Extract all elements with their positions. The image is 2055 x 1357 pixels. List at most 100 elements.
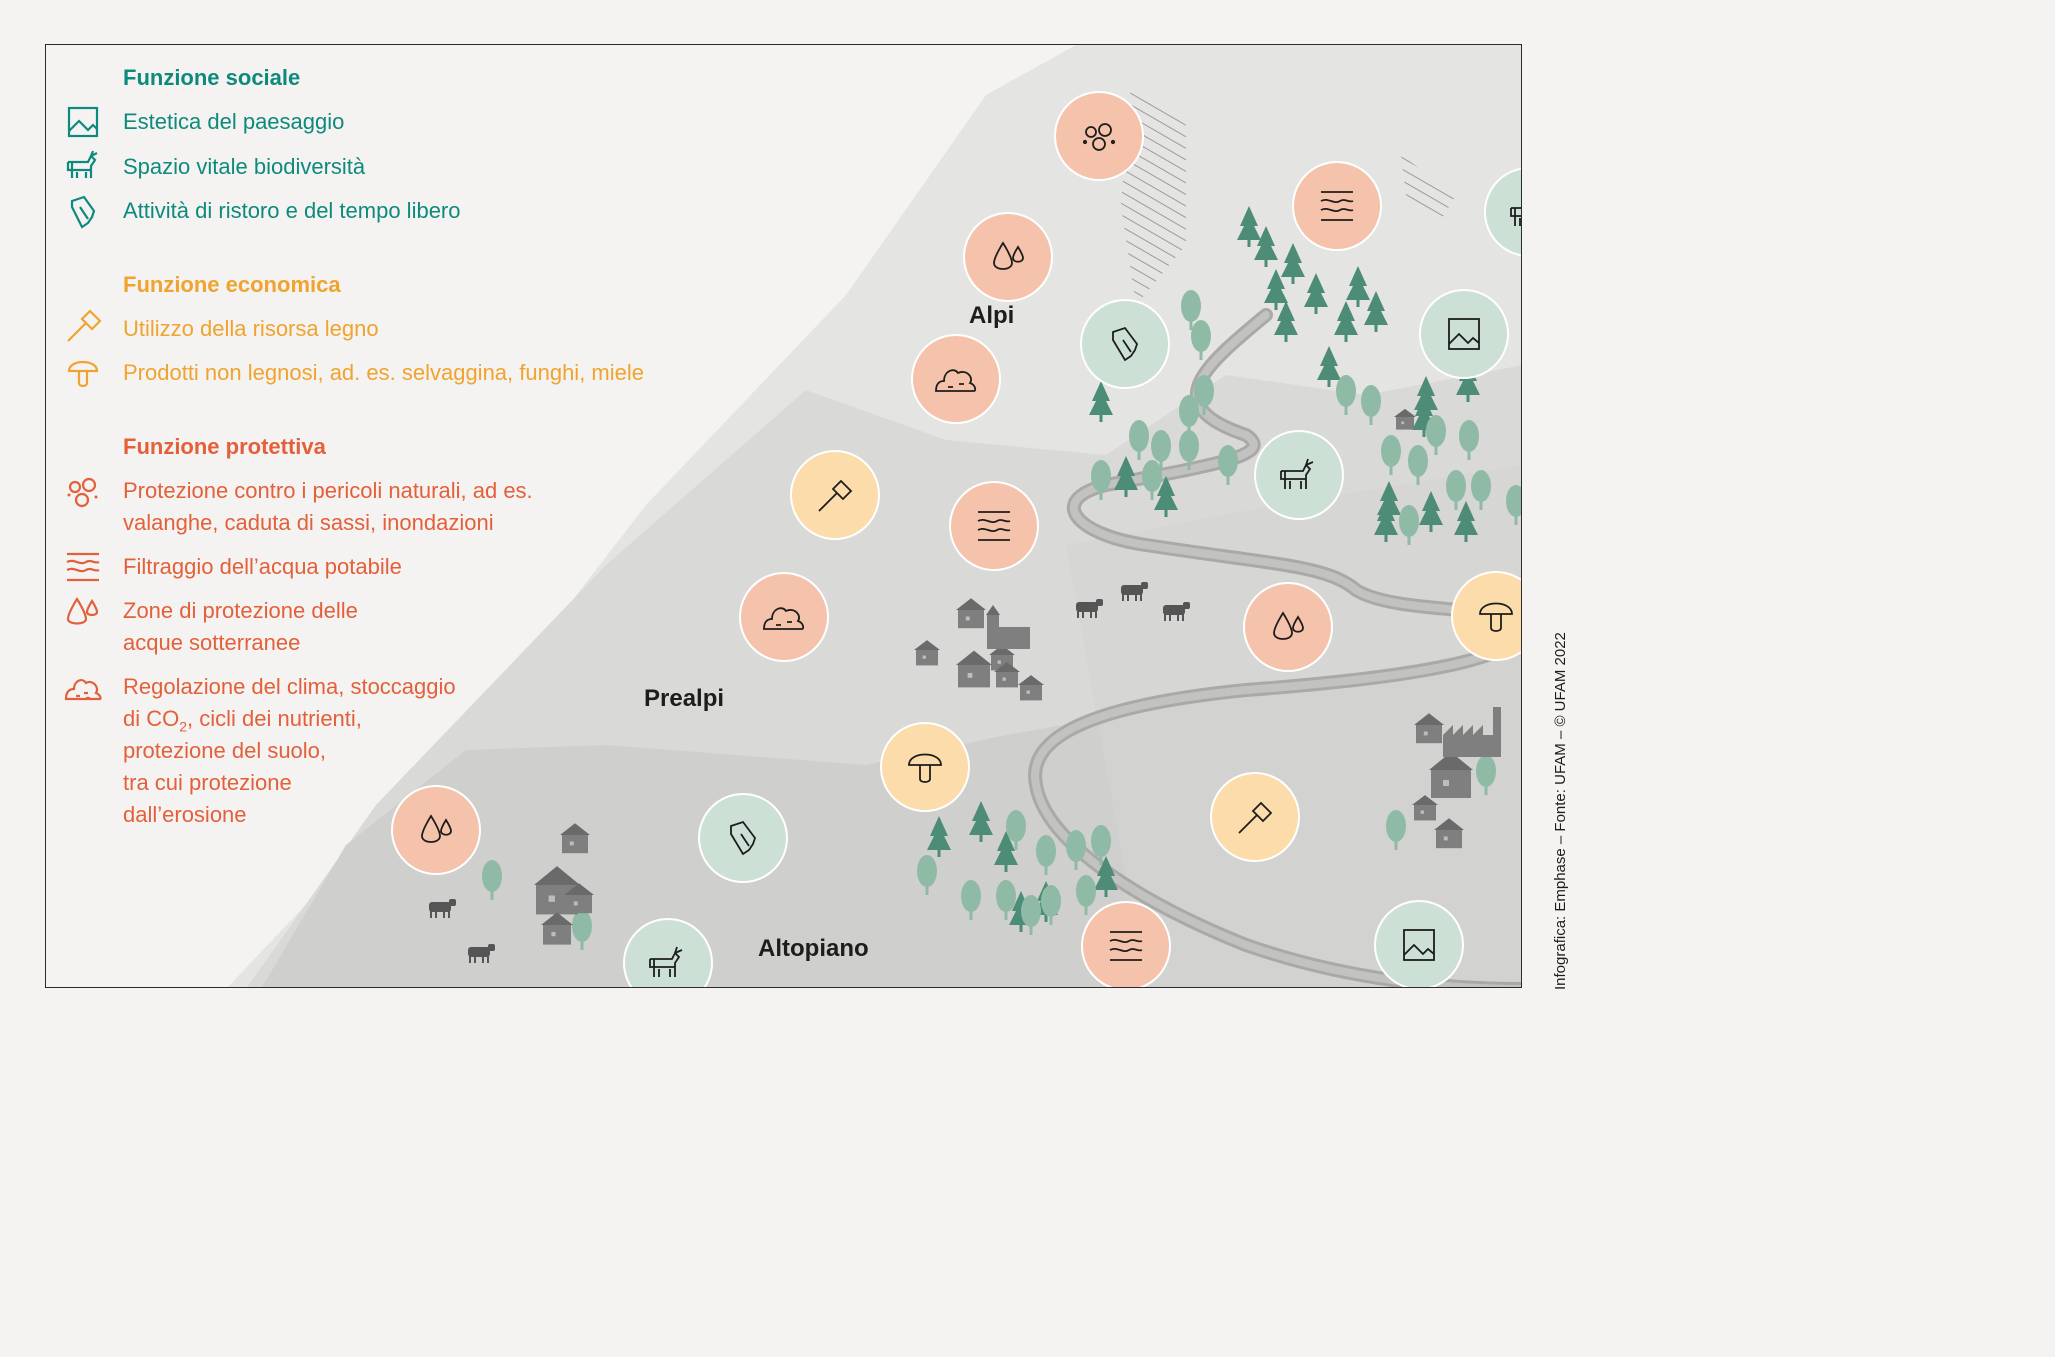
function-circle-landscape bbox=[1374, 900, 1464, 987]
house bbox=[914, 640, 940, 666]
deciduous-tree bbox=[1191, 320, 1211, 360]
conifer-tree bbox=[1364, 291, 1388, 332]
conifer-tree bbox=[1346, 266, 1370, 307]
function-circle-soil bbox=[739, 572, 829, 662]
deciduous-tree bbox=[1181, 290, 1201, 330]
deer-icon bbox=[1510, 207, 1521, 226]
conifer-tree bbox=[994, 831, 1018, 872]
conifer-tree bbox=[1419, 491, 1443, 532]
region-label-alps: Alpi bbox=[969, 302, 1015, 329]
forest bbox=[482, 206, 1521, 950]
function-circle-drops bbox=[963, 212, 1053, 302]
conifer-tree bbox=[1274, 301, 1298, 342]
deciduous-tree bbox=[1041, 885, 1061, 925]
conifer-tree bbox=[927, 816, 951, 857]
house bbox=[1429, 752, 1473, 798]
function-circle-drops bbox=[1243, 582, 1333, 672]
house bbox=[956, 650, 992, 688]
conifer-tree bbox=[1154, 476, 1178, 517]
legend-item-hazards-2: valanghe, caduta di sassi, inondazioni bbox=[123, 510, 494, 535]
credit-line: Infografica: Emphase – Fonte: UFAM – © U… bbox=[1552, 632, 1569, 990]
legend-item-biodiversity: Spazio vitale biodiversità bbox=[123, 154, 366, 179]
function-circle-axe bbox=[790, 450, 880, 540]
leaf-icon bbox=[70, 195, 96, 229]
legend-item-recreation: Attività di ristoro e del tempo libero bbox=[123, 198, 461, 223]
deciduous-tree bbox=[1471, 470, 1491, 510]
house bbox=[1018, 675, 1044, 701]
conifer-tree bbox=[1089, 381, 1113, 422]
leaf-icon bbox=[1112, 326, 1139, 362]
rock-hatch-2 bbox=[1401, 155, 1456, 220]
cow bbox=[1076, 599, 1103, 618]
house bbox=[541, 912, 573, 945]
valley-floor bbox=[1066, 465, 1521, 987]
function-circle-deer bbox=[1484, 167, 1521, 257]
deciduous-tree bbox=[1361, 385, 1381, 425]
deciduous-tree bbox=[996, 880, 1016, 920]
leaf-icon bbox=[730, 820, 757, 856]
function-circle-mushroom bbox=[1451, 571, 1521, 661]
region-label-plateau: Altopiano bbox=[758, 935, 869, 962]
legend-item-non-wood: Prodotti non legnosi, ad. es. selvaggina… bbox=[123, 360, 644, 385]
legend-item-hazards-1: Protezione contro i pericoli naturali, a… bbox=[123, 478, 533, 503]
waves-icon bbox=[977, 511, 1011, 541]
house bbox=[1394, 408, 1416, 430]
cattle bbox=[429, 582, 1190, 963]
waves-icon bbox=[1109, 931, 1143, 961]
factory bbox=[1443, 707, 1501, 757]
deciduous-tree bbox=[917, 855, 937, 895]
function-circle-waves bbox=[949, 481, 1039, 571]
house bbox=[1412, 795, 1438, 821]
conifer-tree bbox=[1237, 206, 1261, 247]
mushroom-icon bbox=[67, 360, 99, 388]
deciduous-tree bbox=[1399, 505, 1419, 545]
region-label-prealps: Prealpi bbox=[644, 685, 725, 712]
legend-item-water-filter: Filtraggio dell’acqua potabile bbox=[123, 554, 402, 579]
function-circle-drops bbox=[391, 785, 481, 875]
deciduous-tree bbox=[1459, 420, 1479, 460]
soil-icon bbox=[64, 679, 102, 701]
soil-icon bbox=[763, 607, 805, 630]
deciduous-tree bbox=[1194, 375, 1214, 415]
legend-item-climate-1: Regolazione del clima, stoccaggio bbox=[123, 674, 456, 699]
deciduous-tree bbox=[1066, 830, 1086, 870]
deciduous-tree bbox=[1408, 445, 1428, 485]
deciduous-tree bbox=[1151, 430, 1171, 470]
legend-title-economic: Funzione economica bbox=[123, 272, 341, 297]
legend-title-protective: Funzione protettiva bbox=[123, 434, 326, 459]
deciduous-tree bbox=[1218, 445, 1238, 485]
conifer-tree bbox=[1281, 243, 1305, 284]
drops-icon bbox=[1273, 611, 1304, 640]
deciduous-tree bbox=[1076, 875, 1096, 915]
house bbox=[1414, 713, 1444, 744]
landscape-icon bbox=[67, 106, 99, 138]
conifer-tree bbox=[1317, 346, 1341, 387]
legend-item-climate-5: dall’erosione bbox=[123, 802, 247, 827]
function-circle-waves bbox=[1081, 901, 1171, 987]
conifer-tree bbox=[969, 801, 993, 842]
function-circle-landscape bbox=[1419, 289, 1509, 379]
conifer-tree bbox=[1114, 456, 1138, 497]
conifer-tree bbox=[1454, 501, 1478, 542]
house bbox=[564, 883, 594, 914]
cow bbox=[468, 944, 495, 963]
function-circle-mushroom bbox=[880, 722, 970, 812]
cow bbox=[1163, 602, 1190, 621]
rocks-icon bbox=[67, 477, 98, 508]
function-circle-soil bbox=[911, 334, 1001, 424]
deciduous-tree bbox=[1446, 470, 1466, 510]
mushroom-icon bbox=[908, 753, 942, 783]
axe-icon bbox=[818, 479, 853, 512]
deciduous-tree bbox=[1476, 755, 1496, 795]
legend-title-social: Funzione sociale bbox=[123, 65, 301, 90]
deciduous-tree bbox=[1006, 810, 1026, 850]
deer-icon bbox=[649, 946, 683, 977]
rocks-icon bbox=[1082, 123, 1116, 151]
deciduous-tree bbox=[1381, 435, 1401, 475]
villages bbox=[534, 408, 1473, 945]
legend-item-landscape: Estetica del paesaggio bbox=[123, 109, 345, 134]
legend-item-climate-3: protezione del suolo, bbox=[123, 738, 327, 763]
axe-icon bbox=[1238, 801, 1273, 834]
water-drops-icon bbox=[66, 596, 99, 625]
deciduous-tree bbox=[1036, 835, 1056, 875]
